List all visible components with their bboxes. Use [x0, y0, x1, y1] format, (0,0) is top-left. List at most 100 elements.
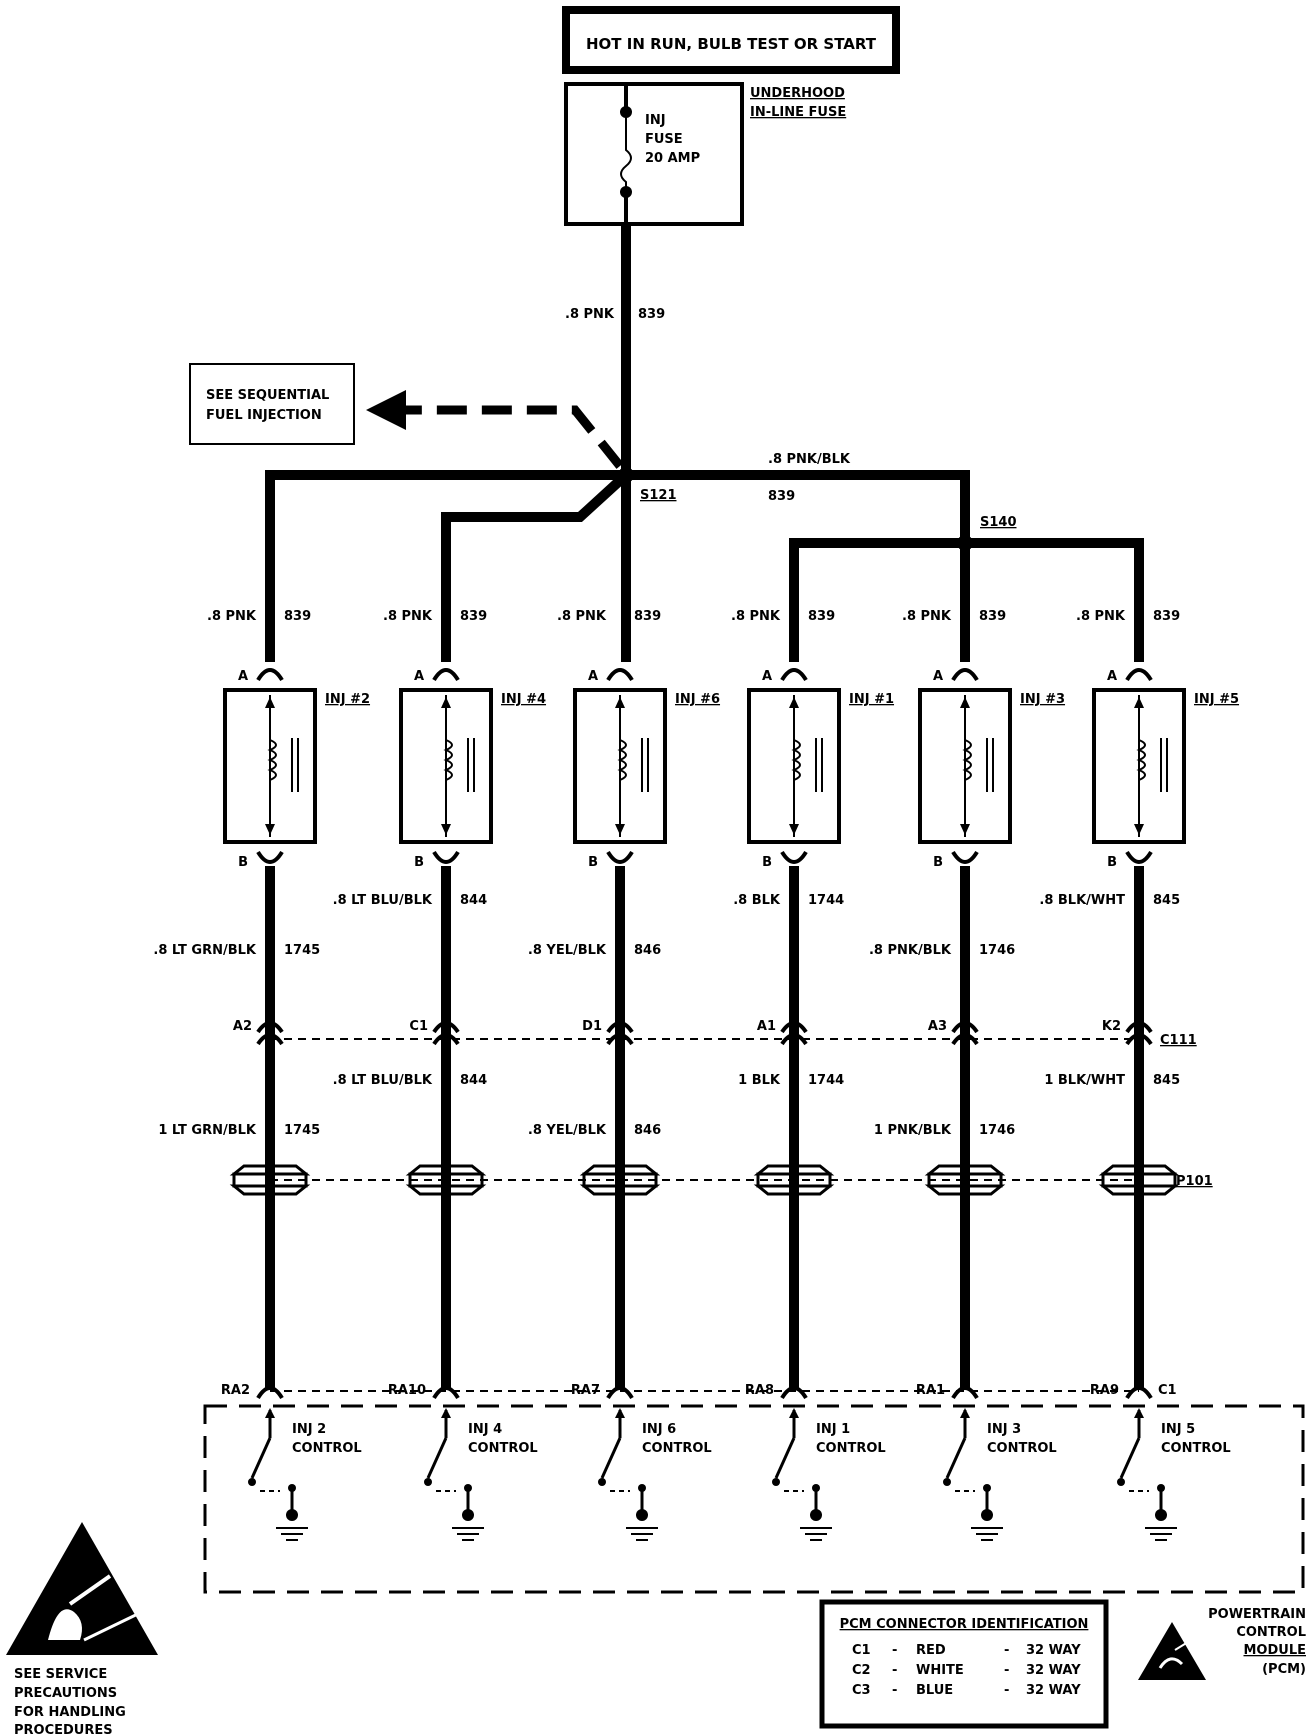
p101-wire-label: 1 PNK/BLK — [874, 1123, 952, 1138]
p101-wire-label: 1 BLK — [738, 1073, 781, 1088]
feed-circuit-label: 839 — [979, 609, 1006, 624]
fuse-box-label-1: UNDERHOOD — [750, 86, 845, 101]
pcm-table-ways: 32 WAY — [1026, 1683, 1081, 1698]
fuse-label-1: INJ — [645, 113, 666, 128]
terminal-a-label: A — [238, 669, 248, 684]
control-label-1: INJ 1 — [816, 1422, 850, 1437]
fuse-box-label-2: IN-LINE FUSE — [750, 105, 846, 120]
control-label-2: CONTROL — [987, 1441, 1057, 1456]
feed-wire-label: .8 PNK — [902, 609, 952, 624]
pcm-label-2: CONTROL — [1236, 1625, 1306, 1640]
output-circuit-label: 1746 — [979, 943, 1015, 958]
control-label-2: CONTROL — [292, 1441, 362, 1456]
pcm-table-dash: - — [892, 1663, 897, 1678]
pcm-pin-label: RA2 — [221, 1383, 250, 1398]
injector-body — [573, 688, 667, 844]
terminal-a-label: A — [588, 669, 598, 684]
c111-terminal-icon — [256, 1021, 284, 1034]
branch-inj2-wire — [265, 470, 626, 662]
c111-terminal-icon — [1125, 1021, 1153, 1034]
injector-body — [223, 688, 317, 844]
pcm-pin-label: RA8 — [745, 1383, 774, 1398]
bus-circuit: 839 — [768, 489, 795, 504]
output-wire-label: .8 LT BLU/BLK — [333, 893, 433, 908]
output-circuit-label: 1744 — [808, 893, 844, 908]
esd-note-2: PRECAUTIONS — [14, 1686, 117, 1701]
bus-size-color: .8 PNK/BLK — [768, 452, 851, 467]
injector-body — [1092, 688, 1186, 844]
terminal-b-label: B — [762, 855, 772, 870]
injector-body — [918, 688, 1012, 844]
control-label-2: CONTROL — [1161, 1441, 1231, 1456]
feed-wire-label: .8 PNK — [1076, 609, 1126, 624]
pcm-table-conn: C1 — [852, 1643, 871, 1658]
feed-wire-label: .8 PNK — [207, 609, 257, 624]
terminal-b-label: B — [933, 855, 943, 870]
feed-wire-label: .8 PNK — [383, 609, 433, 624]
c111-terminal-icon — [432, 1021, 460, 1034]
arrow-down-icon — [789, 824, 799, 835]
pcm-table-dash: - — [892, 1683, 897, 1698]
c111-terminal-icon — [780, 1021, 808, 1034]
terminal-b-icon — [256, 850, 284, 864]
terminal-b-icon — [951, 850, 979, 864]
splice-s121-label: S121 — [640, 488, 677, 503]
injector-name: INJ #4 — [501, 692, 546, 707]
terminal-a-icon — [951, 668, 979, 682]
control-label-2: CONTROL — [468, 1441, 538, 1456]
control-label-1: INJ 3 — [987, 1422, 1021, 1437]
arrow-down-icon — [1134, 824, 1144, 835]
sfi-reference-box: SEE SEQUENTIAL FUEL INJECTION — [189, 363, 355, 445]
injector-name: INJ #2 — [325, 692, 370, 707]
pcm-terminal-icon — [1125, 1386, 1153, 1400]
control-switch-icon — [250, 1437, 272, 1479]
control-label-1: INJ 5 — [1161, 1422, 1195, 1437]
c111-pin-label: A1 — [757, 1019, 776, 1034]
c111-pin-label: A2 — [233, 1019, 252, 1034]
p101-circuit-label: 1745 — [284, 1123, 320, 1138]
pcm-connector-id-table: PCM CONNECTOR IDENTIFICATION C1 - RED - 32 W… — [819, 1599, 1109, 1729]
terminal-a-label: A — [933, 669, 943, 684]
pcm-table-title: PCM CONNECTOR IDENTIFICATION — [840, 1617, 1089, 1632]
output-circuit-label: 844 — [460, 893, 487, 908]
pcm-table-dash: - — [1004, 1683, 1009, 1698]
output-circuit-label: 1745 — [284, 943, 320, 958]
pcm-table-color: RED — [916, 1643, 946, 1658]
esd-note-4: PROCEDURES — [14, 1723, 113, 1734]
terminal-b-label: B — [238, 855, 248, 870]
terminal-b-icon — [432, 850, 460, 864]
p101-wire-label: .8 LT BLU/BLK — [333, 1073, 433, 1088]
c111-pin-label: C1 — [409, 1019, 428, 1034]
pcm-terminal-icon — [256, 1386, 284, 1400]
terminal-a-icon — [606, 668, 634, 682]
fuse-label-3: 20 AMP — [645, 151, 700, 166]
injector-name: INJ #6 — [675, 692, 720, 707]
pcm-c1-label: C1 — [1158, 1383, 1177, 1398]
p101-circuit-label: 845 — [1153, 1073, 1180, 1088]
solenoid-coil-icon — [962, 739, 972, 781]
pcm-table-dash: - — [1004, 1663, 1009, 1678]
fuse-label-2: FUSE — [645, 132, 683, 147]
control-switch-icon — [426, 1437, 448, 1479]
arrow-up-icon — [1134, 697, 1144, 708]
p101-circuit-label: 1746 — [979, 1123, 1015, 1138]
c111-label: C111 — [1160, 1033, 1197, 1048]
fuse-element-icon — [620, 112, 632, 192]
terminal-a-icon — [432, 668, 460, 682]
control-switch-icon — [774, 1437, 796, 1479]
injector-name: INJ #3 — [1020, 692, 1065, 707]
pcm-table-conn: C2 — [852, 1663, 871, 1678]
control-switch-icon — [945, 1437, 967, 1479]
injector-body — [747, 688, 841, 844]
pcm-pin-label: RA9 — [1090, 1383, 1119, 1398]
feed-circuit-label: 839 — [1153, 609, 1180, 624]
terminal-a-label: A — [414, 669, 424, 684]
pcm-label-4: (PCM) — [1262, 1662, 1306, 1677]
terminal-b-icon — [780, 850, 808, 864]
reference-label-2: FUEL INJECTION — [206, 408, 322, 423]
